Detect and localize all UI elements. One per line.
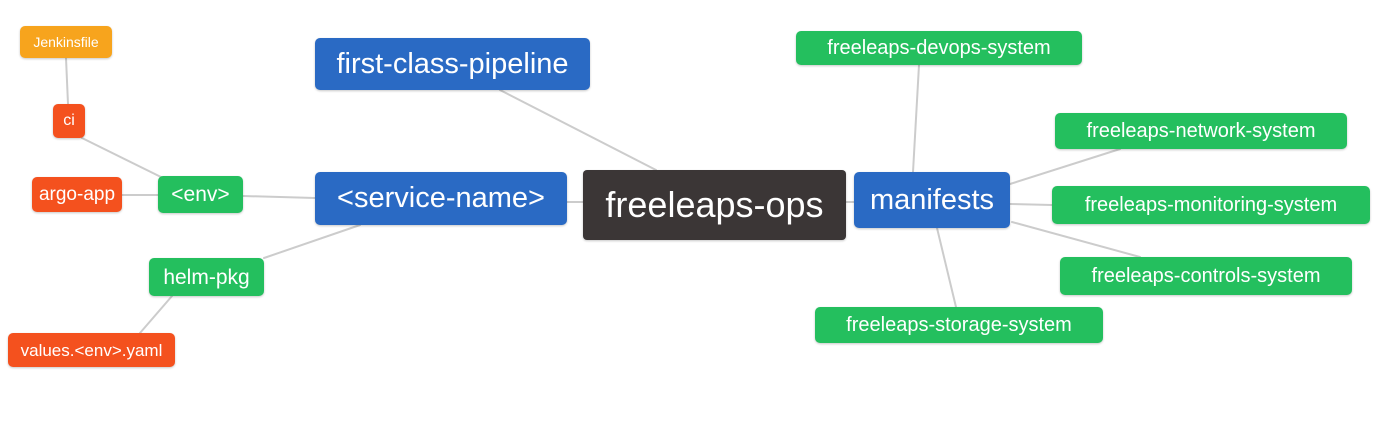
node-freeleaps-controls-system[interactable]: freeleaps-controls-system (1060, 257, 1352, 295)
node-jenkinsfile[interactable]: Jenkinsfile (20, 26, 112, 58)
node-first-class-pipeline[interactable]: first-class-pipeline (315, 38, 590, 90)
edge-first-class-pipeline-freeleaps-ops (499, 89, 657, 171)
node-env[interactable]: <env> (158, 176, 243, 213)
node-service-name[interactable]: <service-name> (315, 172, 567, 225)
edge-manifests-freeleaps-storage-system (936, 227, 957, 308)
node-freeleaps-monitoring-system[interactable]: freeleaps-monitoring-system (1052, 186, 1370, 224)
node-freeleaps-ops[interactable]: freeleaps-ops (583, 170, 846, 240)
edge-jenkinsfile-ci (65, 57, 69, 105)
edge-manifests-freeleaps-devops-system (912, 64, 920, 173)
node-freeleaps-devops-system[interactable]: freeleaps-devops-system (796, 31, 1082, 65)
edge-manifests-freeleaps-network-system (1009, 148, 1121, 185)
edge-service-name-helm-pkg (263, 224, 361, 259)
node-helm-pkg[interactable]: helm-pkg (149, 258, 264, 296)
node-argo-app[interactable]: argo-app (32, 177, 122, 212)
node-values-env-yaml[interactable]: values.<env>.yaml (8, 333, 175, 367)
edge-ci-env (81, 137, 166, 180)
node-manifests[interactable]: manifests (854, 172, 1010, 228)
edge-manifests-freeleaps-monitoring-system (1009, 203, 1053, 206)
node-freeleaps-storage-system[interactable]: freeleaps-storage-system (815, 307, 1103, 343)
node-freeleaps-network-system[interactable]: freeleaps-network-system (1055, 113, 1347, 149)
edge-manifests-freeleaps-controls-system (1011, 221, 1141, 258)
node-ci[interactable]: ci (53, 104, 85, 138)
edge-helm-pkg-values-env-yaml (139, 295, 173, 334)
edge-env-service-name (242, 195, 316, 199)
